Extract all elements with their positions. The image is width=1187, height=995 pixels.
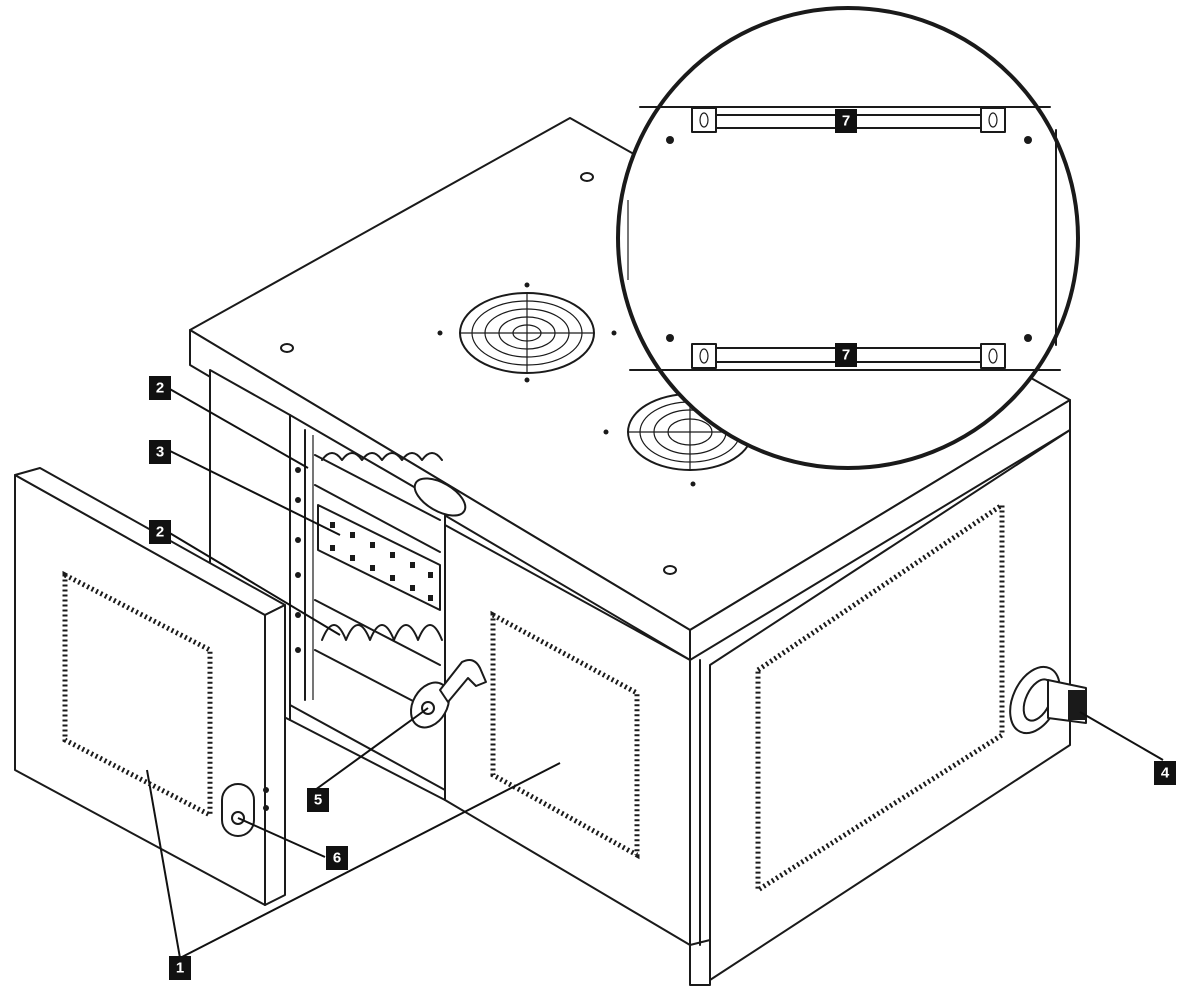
svg-text:2: 2 <box>156 380 164 397</box>
cable-manager-upper <box>314 452 443 521</box>
callout-3: 3 <box>149 440 171 464</box>
patch-panel <box>317 504 441 611</box>
side-panel-vent <box>755 500 1005 895</box>
callout-7-top: 7 <box>835 109 857 133</box>
svg-text:2: 2 <box>156 524 164 541</box>
top-mounting-holes <box>280 172 696 575</box>
detail-magnifier <box>616 6 1080 470</box>
leader-lines <box>146 387 1164 959</box>
door-latch-tab <box>221 783 255 837</box>
callout-6: 6 <box>326 846 348 870</box>
base-strip <box>689 939 711 986</box>
svg-text:7: 7 <box>842 113 850 130</box>
fan-grille-icon <box>459 292 595 374</box>
callout-2-lower: 2 <box>149 520 171 544</box>
keyhole-slot-icon <box>980 107 1006 133</box>
callout-1: 1 <box>169 956 191 980</box>
callout-7-bottom: 7 <box>835 343 857 367</box>
svg-text:1: 1 <box>176 960 184 977</box>
keyhole-slot-icon <box>691 343 717 369</box>
removed-door-vent <box>62 570 213 820</box>
brand-badge <box>413 477 467 517</box>
callout-5: 5 <box>307 788 329 812</box>
svg-text:6: 6 <box>333 850 341 867</box>
right-side-panel <box>709 429 1071 981</box>
svg-text:4: 4 <box>1161 765 1170 782</box>
callout-4: 4 <box>1154 761 1176 785</box>
svg-text:5: 5 <box>314 792 322 809</box>
front-door-vent <box>490 610 640 860</box>
cabinet-body <box>189 117 1071 986</box>
keyhole-slot-icon <box>691 107 717 133</box>
svg-text:3: 3 <box>156 444 164 461</box>
keyhole-slot-icon <box>980 343 1006 369</box>
svg-text:7: 7 <box>842 347 850 364</box>
lock-icon <box>410 659 487 729</box>
cable-manager-lower <box>314 599 443 666</box>
callout-2-upper: 2 <box>149 376 171 400</box>
